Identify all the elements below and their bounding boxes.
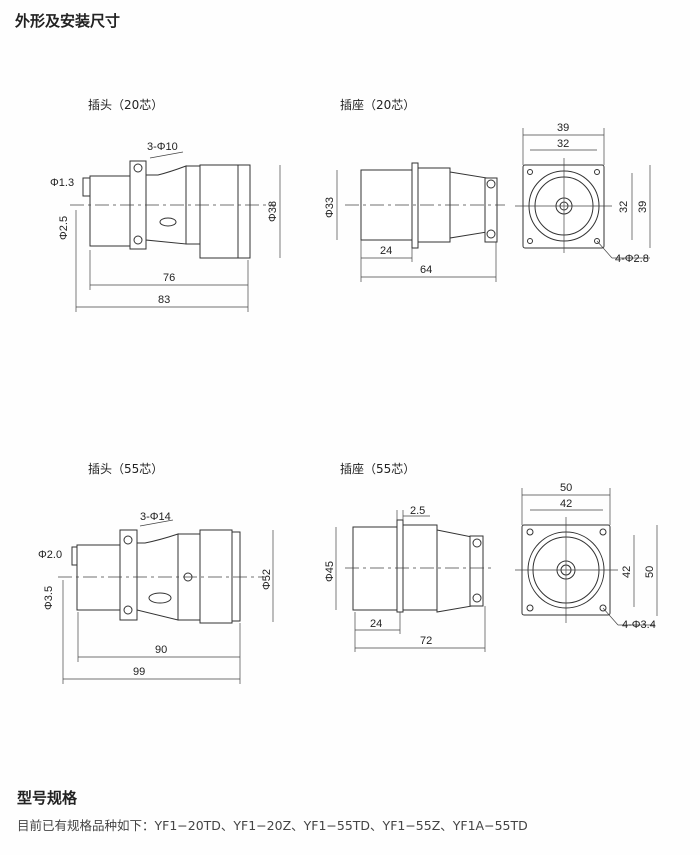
dim-pin: Φ1.3	[50, 177, 74, 189]
dim-length-2: 64	[420, 264, 432, 276]
dim-height-inner: 32	[618, 201, 630, 213]
dim-diameter: Φ45	[324, 561, 336, 582]
dim-diameter: Φ52	[261, 569, 273, 590]
spec-text: 目前已有规格品种如下：YF1−20TD、YF1−20Z、YF1−55TD、YF1…	[17, 818, 528, 833]
dim-length-1: 24	[380, 245, 392, 257]
dim-height-outer: 50	[644, 566, 656, 578]
dim-holes: 3-Φ10	[147, 141, 178, 153]
plug-55-drawing: 3-Φ14 Φ2.0 Φ3.5 Φ52 90 99	[38, 511, 274, 684]
dim-length-1: 90	[155, 644, 167, 656]
dim-length-1: 76	[163, 272, 175, 284]
dim-width-inner: 42	[560, 498, 572, 510]
socket-20-drawing: Φ33 24 64 39 32 32 39 4-Φ2.8	[324, 122, 651, 282]
plug-20-drawing: 3-Φ10 Φ1.3 Φ2.5 Φ38 76 83	[50, 141, 281, 312]
dim-width-outer: 50	[560, 482, 572, 494]
socket-55-drawing: Φ45 2.5 24 72 50 42 42 50 4-Φ3.4	[324, 482, 658, 652]
drawing-title-plug-55: 插头（55芯）	[88, 462, 164, 476]
drawing-title-plug-20: 插头（20芯）	[88, 98, 164, 112]
dim-mount-holes: 4-Φ3.4	[622, 619, 656, 631]
dim-pin2: Φ2.5	[58, 216, 70, 240]
dim-length-1: 24	[370, 618, 382, 630]
dim-height-inner: 42	[621, 566, 633, 578]
dim-pin: Φ2.0	[38, 549, 62, 561]
drawing-title-socket-20: 插座（20芯）	[340, 98, 416, 112]
dim-length-2: 72	[420, 635, 432, 647]
dim-length-2: 99	[133, 666, 145, 678]
dim-diameter: Φ38	[267, 201, 279, 222]
dim-diameter: Φ33	[324, 197, 336, 218]
dim-height-outer: 39	[637, 201, 649, 213]
dim-width-inner: 32	[557, 138, 569, 150]
dim-length-2: 83	[158, 294, 170, 306]
dim-holes: 3-Φ14	[140, 511, 171, 523]
dim-flange: 2.5	[410, 505, 425, 517]
dim-pin2: Φ3.5	[43, 586, 55, 610]
dim-width-outer: 39	[557, 122, 569, 134]
dim-mount-holes: 4-Φ2.8	[615, 253, 649, 265]
section-title: 外形及安装尺寸	[15, 12, 121, 30]
drawing-title-socket-55: 插座（55芯）	[340, 462, 416, 476]
spec-title: 型号规格	[17, 789, 78, 807]
